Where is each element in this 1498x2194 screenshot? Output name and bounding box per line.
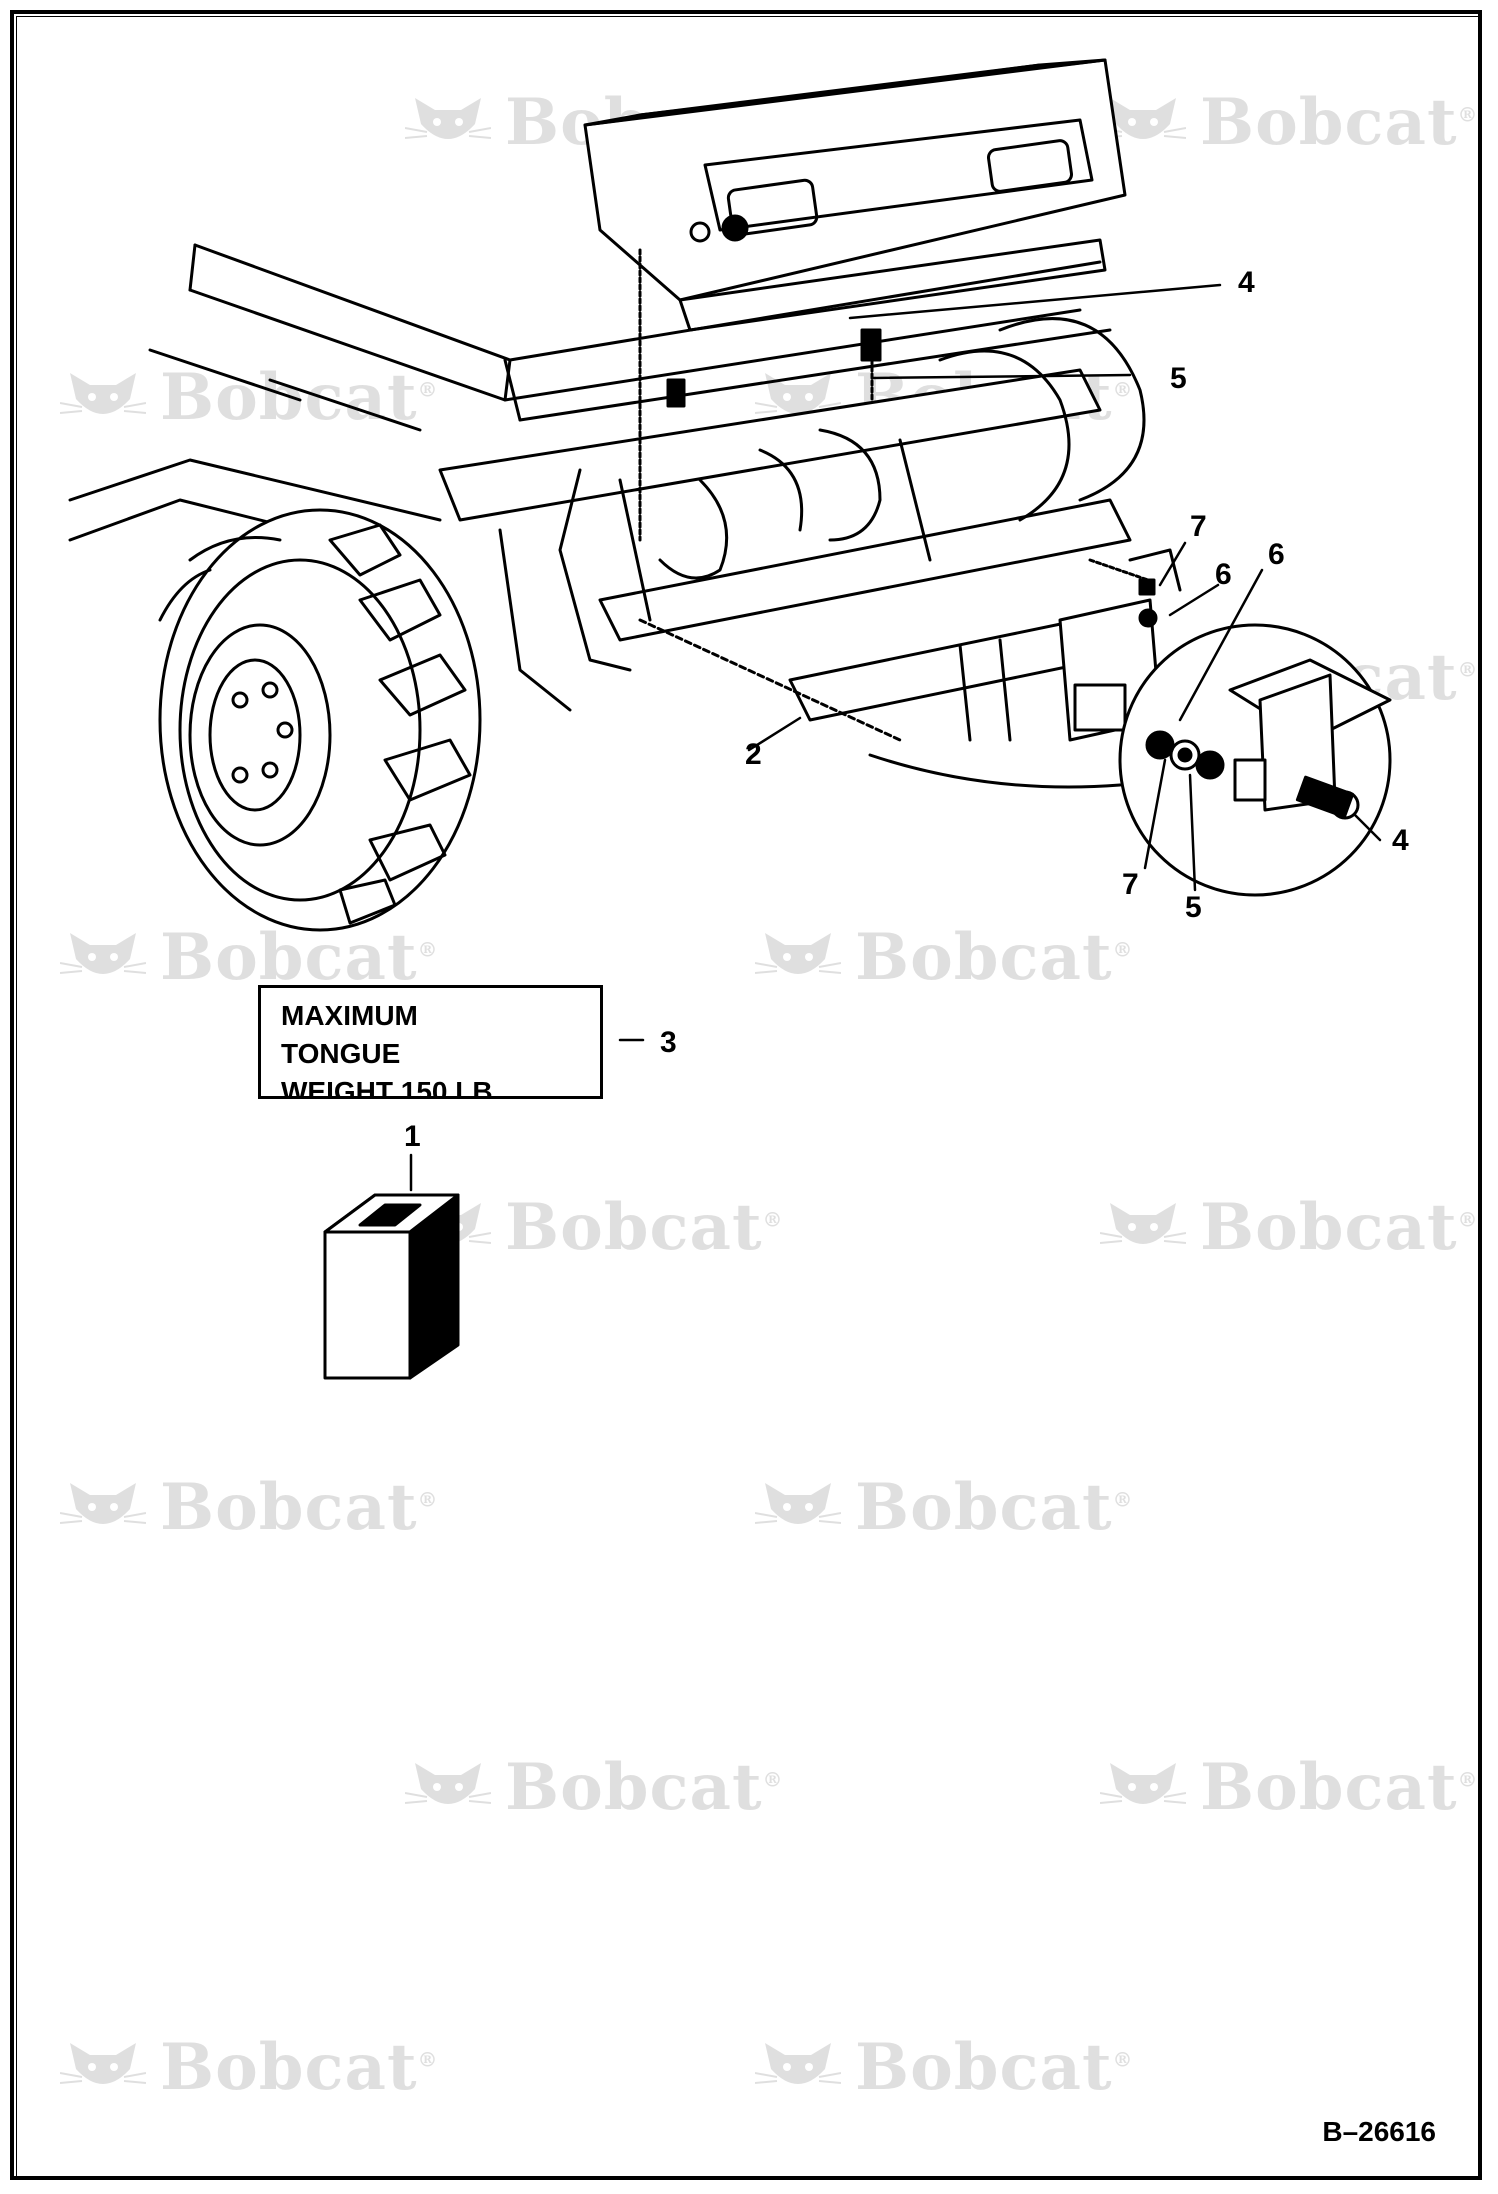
outer-frame — [10, 10, 1482, 2180]
bobcat-logo-icon — [405, 97, 491, 139]
figure-id: B–26616 — [1322, 2116, 1436, 2147]
watermark-brand: Bobcat® — [160, 2030, 439, 2105]
watermark-registered-mark: ® — [417, 1487, 439, 1512]
bobcat-logo-icon — [1100, 1202, 1186, 1244]
bobcat-logo-icon — [60, 372, 146, 414]
bobcat-watermark: Bobcat® — [755, 2030, 1134, 2105]
bobcat-watermark: Bobcat® — [405, 1750, 784, 1825]
watermark-brand: Bobcat® — [505, 1190, 784, 1265]
watermark-registered-mark: ® — [417, 2047, 439, 2072]
bobcat-watermark: Bobcat® — [1100, 1750, 1479, 1825]
watermark-brand: Bobcat® — [855, 920, 1134, 995]
bobcat-watermark: Bobcat® — [60, 2030, 439, 2105]
decal-line-2: TONGUE — [281, 1038, 401, 1069]
callout-6-a: 6 — [1268, 538, 1285, 571]
watermark-registered-mark: ® — [1112, 2047, 1134, 2072]
watermark-registered-mark: ® — [1112, 1487, 1134, 1512]
watermark-registered-mark: ® — [417, 937, 439, 962]
watermark-brand: Bobcat® — [1200, 85, 1479, 160]
top-bolts — [638, 248, 882, 542]
bobcat-logo-icon — [755, 1482, 841, 1524]
bobcat-watermark: Bobcat® — [755, 920, 1134, 995]
watermark-brand: Bobcat® — [160, 1470, 439, 1545]
watermark-registered-mark: ® — [1112, 937, 1134, 962]
callout-5-top: 5 — [1170, 362, 1187, 395]
watermark-registered-mark: ® — [417, 377, 439, 402]
decal-line-3: WEIGHT 150 LB — [281, 1076, 493, 1099]
leader-lines — [409, 283, 1382, 1192]
side-fasteners — [638, 558, 1158, 789]
bobcat-logo-icon — [1100, 1762, 1186, 1804]
watermark-brand: Bobcat® — [505, 1750, 784, 1825]
callout-6-b: 6 — [1215, 558, 1232, 591]
bobcat-watermark: Bobcat® — [1100, 1190, 1479, 1265]
watermark-brand: Bobcat® — [160, 920, 439, 995]
detail-view — [1118, 623, 1392, 897]
callout-2: 2 — [745, 738, 762, 771]
decal-line-1: MAXIMUM — [281, 1000, 418, 1031]
watermark-brand: Bobcat® — [855, 1470, 1134, 1545]
bobcat-logo-icon — [755, 372, 841, 414]
watermark-registered-mark: ® — [1457, 1767, 1479, 1792]
inner-frame — [16, 16, 1482, 2178]
watermark-registered-mark: ® — [1457, 102, 1479, 127]
watermark-registered-mark: ® — [1457, 1207, 1479, 1232]
callout-7-top: 7 — [1190, 510, 1207, 543]
callout-1: 1 — [404, 1120, 421, 1153]
bobcat-watermark: Bobcat® — [60, 920, 439, 995]
decal-box-icon — [323, 1193, 460, 1380]
callout-4-detail: 4 — [1392, 824, 1409, 857]
bobcat-logo-icon — [60, 1482, 146, 1524]
watermark-brand: Bobcat® — [1200, 1190, 1479, 1265]
callout-3: 3 — [660, 1026, 677, 1059]
bobcat-watermark: Bobcat® — [755, 1470, 1134, 1545]
tongue-weight-decal: MAXIMUM TONGUE WEIGHT 150 LB — [258, 985, 603, 1099]
bobcat-logo-icon — [755, 2042, 841, 2084]
callout-5-detail: 5 — [1185, 891, 1202, 924]
watermark-registered-mark: ® — [762, 1207, 784, 1232]
bobcat-watermark: Bobcat® — [60, 1470, 439, 1545]
tailgate-panel — [583, 58, 1127, 332]
bobcat-logo-icon — [755, 932, 841, 974]
bobcat-logo-icon — [60, 932, 146, 974]
callout-4-top: 4 — [1238, 266, 1255, 299]
watermark-registered-mark: ® — [762, 1767, 784, 1792]
wheel — [158, 508, 482, 932]
watermark-registered-mark: ® — [1112, 377, 1134, 402]
chassis-frame — [438, 317, 1146, 712]
bobcat-logo-icon — [405, 1762, 491, 1804]
watermark-brand: Bobcat® — [1200, 1750, 1479, 1825]
bobcat-logo-icon — [60, 2042, 146, 2084]
bobcat-watermark: Bobcat® — [1100, 85, 1479, 160]
watermark-registered-mark: ® — [1457, 657, 1479, 682]
watermark-brand: Bobcat® — [855, 2030, 1134, 2105]
callout-7-detail: 7 — [1122, 868, 1139, 901]
